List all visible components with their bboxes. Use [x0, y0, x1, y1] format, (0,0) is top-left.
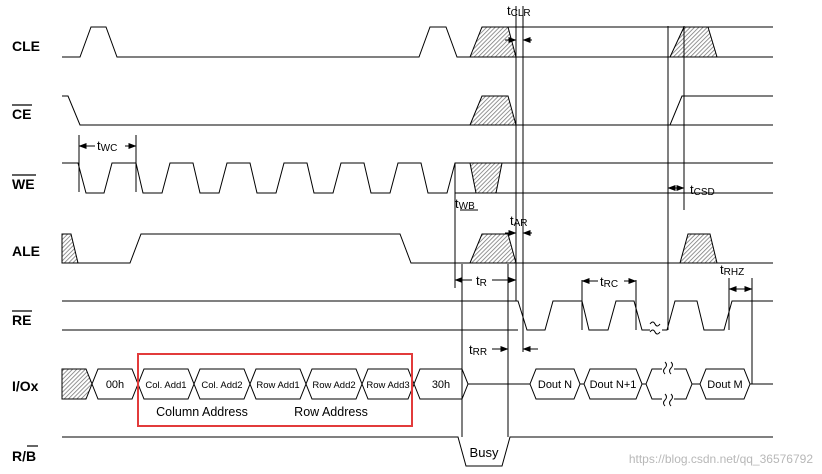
group-column-address: Column Address: [156, 405, 248, 419]
re-waveform: [62, 300, 773, 335]
timing-twc: tWC: [97, 138, 117, 154]
label-we: WE: [12, 176, 35, 192]
bus-col-add2: Col. Add2: [201, 380, 242, 391]
label-cle: CLE: [12, 38, 40, 54]
timing-trhz: tRHZ: [720, 262, 744, 278]
timing-trc: tRC: [600, 274, 618, 290]
label-re: RE: [12, 312, 31, 328]
busy-label: Busy: [470, 445, 499, 460]
timing-tr: tR: [476, 273, 487, 289]
label-io: I/Ox: [12, 378, 39, 394]
we-waveform: [62, 162, 773, 194]
ale-waveform: [61, 233, 773, 264]
bus-dout-n1: Dout N+1: [590, 379, 637, 391]
bus-dout-n: Dout N: [538, 379, 572, 391]
label-ale: ALE: [12, 243, 40, 259]
re-break-marks: [649, 321, 661, 335]
timing-trr: tRR: [469, 342, 487, 358]
io-break-marks: [662, 360, 674, 408]
address-highlight-box: [137, 353, 413, 427]
label-rb: R/B: [12, 448, 36, 464]
bus-dout-m: Dout M: [707, 379, 742, 391]
bus-row-add3: Row Add3: [366, 380, 409, 391]
group-row-address: Row Address: [294, 405, 368, 419]
timing-tar: tAR: [510, 213, 528, 229]
watermark: https://blog.csdn.net/qq_36576792: [629, 452, 813, 466]
timing-twb: tWB: [455, 196, 475, 212]
io-waveform: 00h Col. Add1 Col. Add2 Row Add1 Row Add…: [61, 360, 773, 408]
ce-waveform: [62, 95, 773, 126]
bus-row-add1: Row Add1: [256, 380, 299, 391]
timing-tclr: tCLR: [507, 3, 531, 19]
cle-waveform: [62, 26, 773, 58]
bus-30h: 30h: [432, 379, 450, 391]
bus-row-add2: Row Add2: [312, 380, 355, 391]
label-ce: CE: [12, 106, 31, 122]
timing-tcsd: tCSD: [690, 182, 715, 198]
rb-waveform: Busy: [62, 436, 773, 467]
bus-00h: 00h: [106, 379, 124, 391]
bus-col-add1: Col. Add1: [145, 380, 186, 391]
timing-arrows: [78, 37, 753, 352]
